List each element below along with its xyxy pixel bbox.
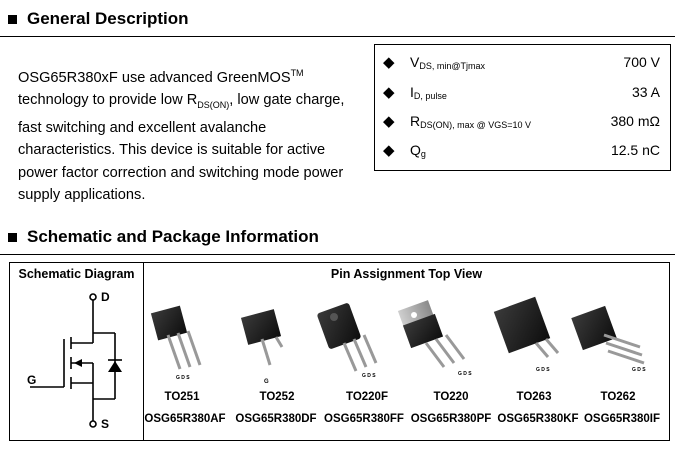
svg-text:G D S: G D S xyxy=(176,375,190,381)
section-rule xyxy=(0,36,675,37)
package-name: TO262 xyxy=(600,391,636,403)
svg-text:G: G xyxy=(264,379,269,385)
spec-param: VDS, min@Tjmax xyxy=(410,53,485,71)
svg-text:G D S: G D S xyxy=(536,367,550,373)
to252-package-icon: G xyxy=(240,309,284,385)
package-part-number: OSG65R380AF xyxy=(144,413,226,425)
spec-value: 33 A xyxy=(631,84,660,100)
diamond-bullet-icon: ◆ xyxy=(383,54,395,71)
package-name: TO252 xyxy=(259,391,295,403)
pin-label-s: S xyxy=(101,417,109,431)
to263-package-icon: G D S xyxy=(493,296,560,373)
heading-bullet-icon xyxy=(8,232,17,242)
spec-param: Qg xyxy=(410,141,426,159)
spec-row: ◆ RDS(ON), max @ VGS=10 V 380 mΩ xyxy=(375,108,670,134)
to220f-package-icon: G D S xyxy=(317,303,378,379)
package-name: TO220F xyxy=(346,391,388,403)
general-description-title: General Description xyxy=(27,9,189,28)
pin-label-g: G xyxy=(27,373,36,387)
spec-param: ID, pulse xyxy=(410,83,447,101)
section-rule xyxy=(0,254,675,255)
key-specs-box: ◆ VDS, min@Tjmax 700 V ◆ ID, pulse 33 A … xyxy=(374,44,671,171)
spec-row: ◆ ID, pulse 33 A xyxy=(375,79,670,105)
spec-value: 12.5 nC xyxy=(610,142,660,158)
to262-package-icon: G D S xyxy=(571,305,646,373)
package-part-number: OSG65R380DF xyxy=(235,413,317,425)
schematic-package-title: Schematic and Package Information xyxy=(27,227,319,246)
package-table: Schematic Diagram xyxy=(9,262,670,441)
to220-package-icon: G D S xyxy=(397,300,472,377)
spec-value: 380 mΩ xyxy=(610,113,660,129)
package-part-number: OSG65R380PF xyxy=(410,413,492,425)
spec-value: 700 V xyxy=(623,54,660,70)
arrow-icon xyxy=(74,359,82,367)
mosfet-schematic-icon: D G S xyxy=(27,290,122,431)
spec-row: ◆ Qg 12.5 nC xyxy=(375,137,670,163)
diode-icon xyxy=(108,361,122,372)
pin-assignment-cell: Pin Assignment Top View G D S xyxy=(143,262,670,441)
package-name: TO220 xyxy=(433,391,469,403)
package-part-number: OSG65R380KF xyxy=(497,413,579,425)
diamond-bullet-icon: ◆ xyxy=(383,113,395,130)
diamond-bullet-icon: ◆ xyxy=(383,84,395,101)
package-name: TO251 xyxy=(164,391,200,403)
package-part-number: OSG65R380IF xyxy=(583,413,661,425)
schematic-package-heading: Schematic and Package Information xyxy=(8,227,319,247)
spec-param: RDS(ON), max @ VGS=10 V xyxy=(410,112,532,130)
to251-package-icon: G D S xyxy=(150,305,202,381)
package-name: TO263 xyxy=(516,391,552,403)
svg-text:G D S: G D S xyxy=(458,371,472,377)
pin-assignment-header: Pin Assignment Top View xyxy=(330,267,483,281)
schematic-header: Schematic Diagram xyxy=(18,267,135,281)
svg-text:G D S: G D S xyxy=(632,367,646,373)
svg-text:G D S: G D S xyxy=(362,373,376,379)
spec-row: ◆ VDS, min@Tjmax 700 V xyxy=(375,49,670,75)
schematic-cell: Schematic Diagram xyxy=(9,262,144,441)
diamond-bullet-icon: ◆ xyxy=(383,142,395,159)
heading-bullet-icon xyxy=(8,14,17,24)
pin-label-d: D xyxy=(101,290,110,304)
general-description-text: OSG65R380xF use advanced GreenMOSTM tech… xyxy=(18,68,345,204)
package-part-number: OSG65R380FF xyxy=(324,413,404,425)
package-photos: G D S G G D S xyxy=(150,296,646,385)
general-description-heading: General Description xyxy=(8,9,189,29)
